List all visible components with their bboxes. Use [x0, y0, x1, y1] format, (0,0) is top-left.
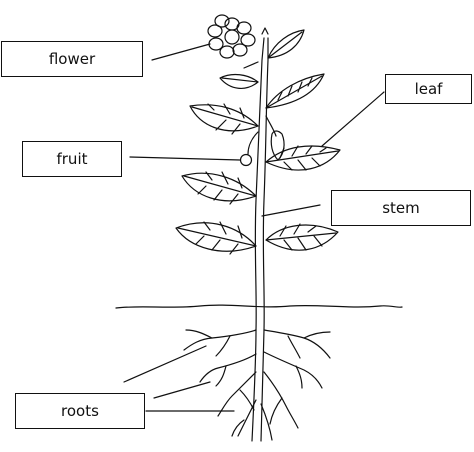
leaf-left-4 — [176, 222, 256, 254]
flower — [208, 15, 258, 68]
roots — [184, 330, 330, 440]
leader-line-flower — [152, 44, 210, 60]
leaf-left-3 — [182, 172, 256, 204]
leaf-right-4 — [266, 224, 338, 250]
ground-line — [116, 305, 402, 308]
leaf-right-1 — [268, 30, 304, 58]
fruit — [241, 132, 259, 166]
leaf-right-2 — [266, 74, 324, 108]
label-flower: flower — [1, 41, 143, 77]
label-roots: roots — [15, 393, 145, 429]
leader-line-roots-1 — [124, 346, 206, 382]
leader-line-leaf — [322, 92, 384, 146]
leader-line-roots-2 — [154, 382, 210, 398]
leaf-left-1 — [220, 75, 258, 89]
label-leaf: leaf — [385, 74, 472, 104]
leaf-left-2 — [190, 104, 258, 134]
leader-line-stem — [262, 205, 320, 216]
stem — [252, 28, 268, 441]
leaf-right-3 — [266, 146, 340, 170]
flower-bud — [266, 116, 284, 160]
leader-line-fruit — [130, 157, 240, 160]
label-fruit: fruit — [22, 141, 122, 177]
label-stem: stem — [331, 190, 471, 226]
